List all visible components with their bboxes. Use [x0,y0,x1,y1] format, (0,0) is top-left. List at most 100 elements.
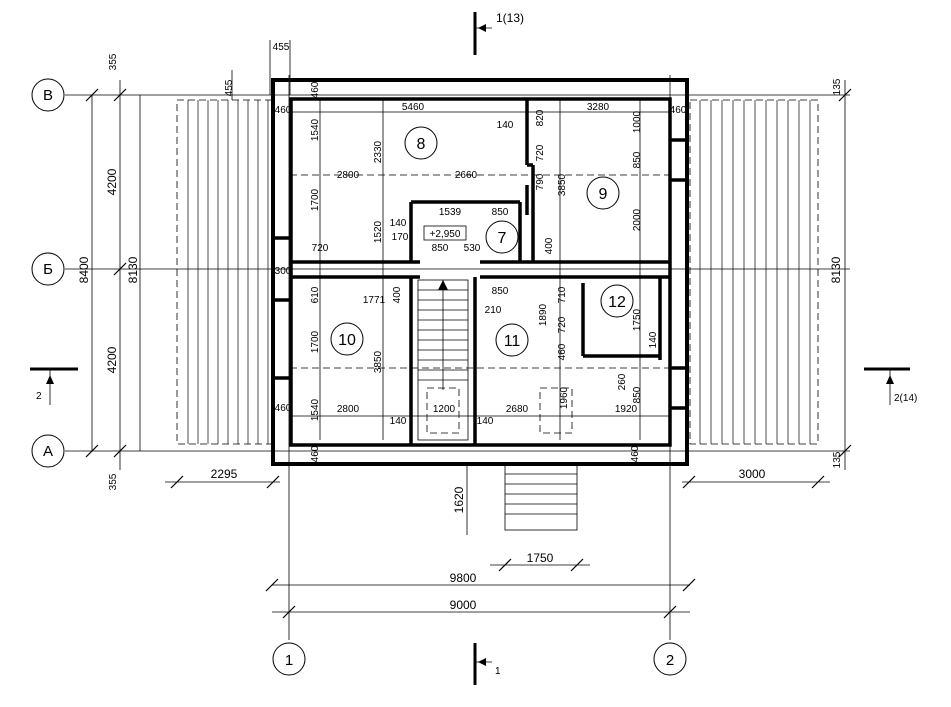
dim-720-b: 720 [535,144,546,161]
dim-850-c: 850 [492,286,509,297]
svg-text:Б: Б [43,261,53,278]
dim-2000: 2000 [632,208,643,231]
dim-460-e: 460 [310,445,321,462]
dim-460-g: 460 [557,343,568,360]
dim-9000: 9000 [450,598,477,612]
dim-1620: 1620 [452,486,466,513]
dim-850-e: 850 [632,386,643,403]
svg-text:12: 12 [608,294,626,311]
dim-1960: 1960 [559,386,570,409]
dim-610: 610 [310,286,321,303]
dim-3850-a: 3850 [373,350,384,373]
dim-720-c: 720 [557,316,568,333]
dim-140-d: 140 [477,416,494,427]
section-marker-top [473,12,492,55]
left-canopy [176,99,274,445]
axis-bubble-row-a: А [31,434,65,468]
dim-400-a: 400 [392,286,403,303]
axis-bubble-row-v: В [31,78,65,112]
dim-455-side: 455 [224,79,235,96]
room-9: 9 [586,176,620,210]
dim-2660: 2660 [455,170,478,181]
section-marker-right [864,367,910,405]
dim-1540-b: 1540 [310,398,321,421]
dim-2800-bottom: 2800 [337,404,360,415]
dim-300: 300 [275,266,292,277]
axis-bubble-row-b: Б [31,252,65,286]
dim-9800: 9800 [450,571,477,585]
dim-1750-room: 1750 [632,308,643,331]
svg-text:2: 2 [666,652,674,669]
dim-850-b: 850 [492,207,509,218]
svg-text:В: В [43,87,53,104]
dim-1520: 1520 [373,220,384,243]
dimension-ticks [85,88,852,619]
section-label-top: 1(13) [496,11,524,25]
dim-8400: 8400 [77,256,91,283]
svg-text:1: 1 [285,652,293,669]
section-marker-bottom [473,643,492,685]
dim-1771: 1771 [363,295,386,306]
dim-355-top: 355 [108,53,119,70]
interior-walls [291,99,670,445]
dim-260: 260 [617,373,628,390]
dim-170: 170 [392,232,409,243]
section-label-bottom: 1 [495,666,501,677]
dim-850-a: 850 [432,243,449,254]
svg-text:9: 9 [599,186,608,203]
room-8: 8 [404,126,438,160]
dim-355-bottom: 355 [108,473,119,490]
dim-1750: 1750 [527,551,554,565]
dim-2330: 2330 [373,140,384,163]
dim-400-b: 400 [544,237,555,254]
dim-1200: 1200 [433,404,456,415]
dim-460-b: 460 [310,81,321,98]
section-label-left: 2 [36,391,42,402]
section-marker-left [30,367,78,405]
dim-140-a: 140 [497,120,514,131]
dim-455-top: 455 [273,42,290,53]
svg-text:11: 11 [504,333,521,350]
level-mark: +2,950 [423,225,467,241]
dim-3000: 3000 [739,467,766,481]
dim-140-b: 140 [390,218,407,229]
room-11: 11 [495,323,529,357]
svg-text:+2,950: +2,950 [430,229,461,240]
dim-4200-bottom: 4200 [105,346,119,373]
dim-2295: 2295 [211,467,238,481]
dim-710: 710 [557,286,568,303]
dim-1700-b: 1700 [310,330,321,353]
dim-8130-left: 8130 [126,256,140,283]
dim-4200-top: 4200 [105,168,119,195]
dim-5460: 5460 [402,102,425,113]
dim-210: 210 [485,305,502,316]
dim-460-f: 460 [630,445,641,462]
dim-1540-a: 1540 [310,118,321,141]
room-7: 7 [485,220,519,254]
svg-text:7: 7 [498,230,507,247]
dim-850-d: 850 [632,151,643,168]
dim-135-bottom: 135 [832,451,843,468]
dim-460-c: 460 [670,105,687,116]
stairs [417,279,573,441]
dim-2800-top: 2800 [337,170,360,181]
dim-530: 530 [464,243,481,254]
dim-460-a: 460 [275,105,292,116]
dimension-lines [165,100,830,613]
dimension-labels: 9800 9000 1750 1620 2295 3000 8400 4200 … [77,42,843,612]
dim-1890: 1890 [538,303,549,326]
dim-8130-right: 8130 [829,256,843,283]
dim-1700-a: 1700 [310,188,321,211]
dim-1920: 1920 [615,404,638,415]
dim-460-d: 460 [275,403,292,414]
dim-720-a: 720 [312,243,329,254]
dim-140-c: 140 [390,416,407,427]
dim-790: 790 [535,173,546,190]
dim-1000: 1000 [632,110,643,133]
section-label-right: 2(14) [894,393,917,404]
dim-820: 820 [535,109,546,126]
svg-text:8: 8 [417,136,426,153]
dim-140-e: 140 [648,331,659,348]
dim-2680: 2680 [506,404,529,415]
